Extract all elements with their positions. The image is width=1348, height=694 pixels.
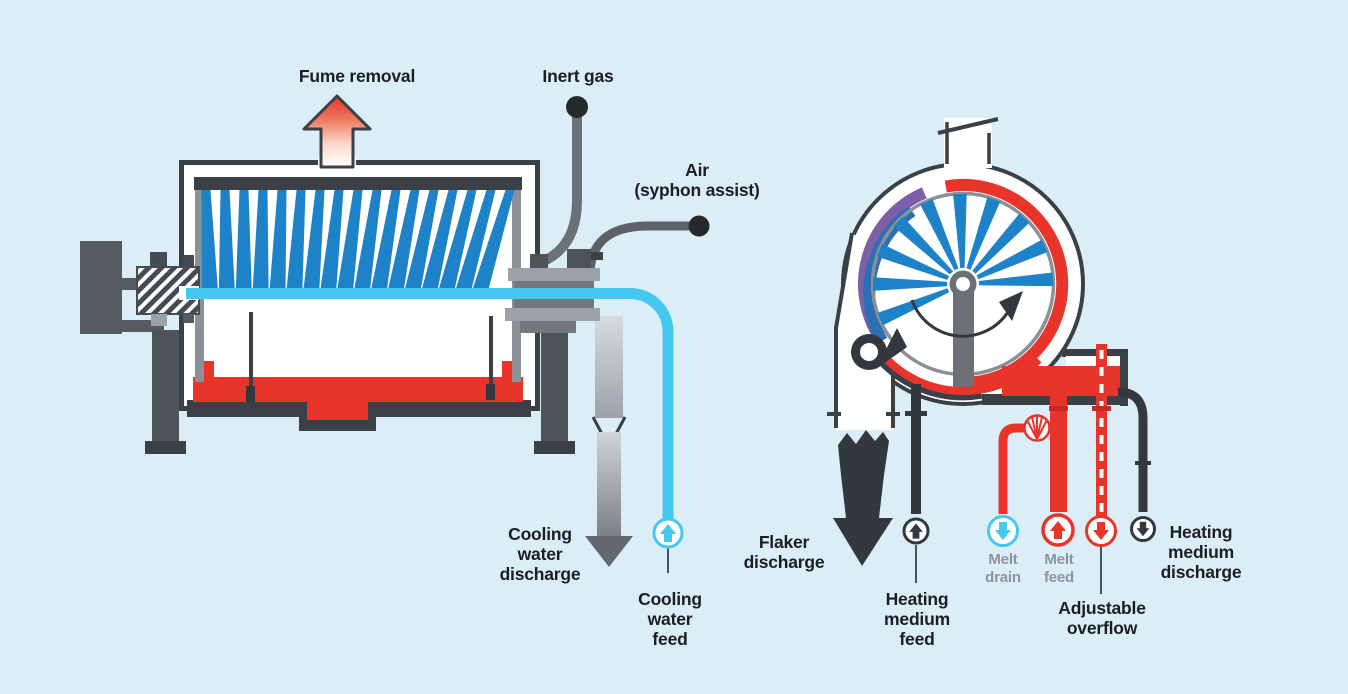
flaker-discharge-label: Flaker discharge (743, 532, 825, 572)
adjustable-overflow-label: Adjustable overflow (1058, 598, 1146, 638)
vessel-melt-sump (187, 361, 531, 431)
vessel-leg-left (145, 330, 186, 454)
melt-feed-pipe (1049, 394, 1068, 512)
inert-gas-label: Inert gas (542, 66, 614, 86)
melt-drain-pipe (998, 414, 1052, 514)
flaker-discharge-arrow-icon (833, 430, 893, 566)
fume-removal-arrow-icon (302, 94, 372, 169)
rotation-arrow-icon (910, 291, 1023, 338)
cooling-discharge-pipe-lower (585, 416, 633, 567)
air-port-icon (688, 215, 710, 237)
drum-pedestal (953, 284, 974, 396)
cooling-water-discharge-label: Cooling water discharge (499, 524, 581, 584)
melt-drain-marker-icon (987, 515, 1019, 547)
cooler-vessel (80, 94, 710, 573)
air-syphon-label: Air (syphon assist) (634, 160, 760, 200)
cooling-discharge-pipe-upper (595, 316, 623, 418)
drum-spokes (873, 193, 1054, 326)
spray-header-bar (194, 177, 522, 190)
air-syphon-pipe (577, 215, 710, 277)
spray-curtain (201, 190, 515, 291)
inert-gas-pipe (531, 96, 588, 270)
heating-medium-feed-marker-icon (902, 517, 930, 583)
flaker-drum (858, 178, 1069, 396)
cooling-water-discharge-arrow-icon (585, 536, 633, 567)
melt-feed-marker-icon (1041, 513, 1075, 547)
vessel-leg-right (534, 318, 575, 454)
drain-valve-icon (1023, 414, 1051, 442)
adjustable-overflow-marker-icon (1085, 515, 1117, 594)
inert-gas-port-icon (566, 96, 588, 118)
drum-flaker (827, 117, 1156, 594)
melt-feed-label: Melt feed (1043, 551, 1075, 586)
melt-drain-label: Melt drain (985, 551, 1021, 586)
heating-medium-discharge-pipe (1117, 387, 1151, 512)
level-probe-left (246, 312, 255, 402)
heating-medium-discharge-label: Heating medium discharge (1160, 522, 1242, 582)
flake-discharge-chute (827, 412, 900, 566)
adjustable-overflow-pipe (1092, 344, 1111, 518)
scraper-knife-icon (851, 328, 907, 370)
heating-medium-discharge-marker-icon (1130, 516, 1156, 542)
cooling-water-feed-pipe (186, 288, 674, 519)
cooling-water-feed-label: Cooling water feed (638, 589, 702, 649)
vent-stack-cap (937, 117, 999, 135)
cooling-water-feed-marker-icon (652, 517, 684, 573)
level-probe-right (486, 316, 495, 400)
heating-medium-feed-label: Heating medium feed (884, 589, 950, 649)
heating-medium-feed-pipe (905, 384, 927, 514)
fume-removal-label: Fume removal (298, 66, 416, 86)
